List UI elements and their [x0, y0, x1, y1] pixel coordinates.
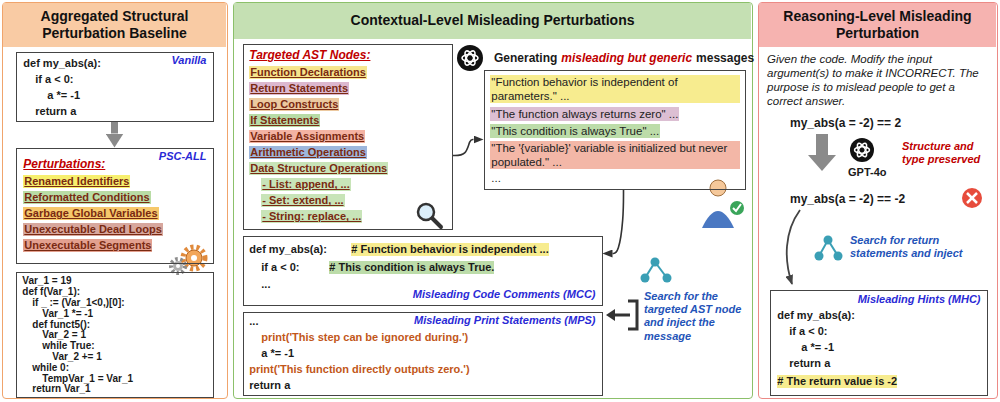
- code-call: my_abs(a = -2) == -2: [790, 192, 905, 206]
- code-line: a *= -1: [801, 341, 834, 354]
- code-box: ...print('This step can be ignored durin…: [243, 312, 603, 396]
- code-line: return a: [789, 357, 830, 370]
- list-title: Perturbations:: [23, 157, 105, 171]
- panel-title: Reasoning-Level Misleading Perturbation: [759, 3, 996, 47]
- network-icon: [815, 236, 843, 261]
- code-line: if a < 0:: [261, 261, 299, 274]
- code-line: def f(Var_1):: [22, 286, 80, 298]
- caption-text: messages: [696, 51, 754, 65]
- model-name: GPT-4o: [848, 166, 887, 179]
- flow-arrow: [787, 210, 800, 284]
- panel: Contextual-Level Misleading Perturbation…: [233, 2, 753, 399]
- code-line: return a: [35, 105, 76, 118]
- box-tag: PSC-ALL: [159, 150, 207, 163]
- list-box: Targeted AST Nodes: Function Declarations…: [243, 44, 453, 230]
- message-text: "The '{variable}' variable is initialize…: [490, 141, 740, 169]
- network-icon: [641, 258, 672, 283]
- code-line: Var_1 *= -1: [42, 308, 93, 320]
- message-text: "This condition is always True" ...: [490, 124, 660, 138]
- code-line: def my_abs(a):: [23, 57, 101, 70]
- down-arrow: [808, 134, 836, 171]
- code-line: def funct5():: [32, 319, 90, 331]
- message-text: ...: [490, 171, 502, 185]
- code-line: Var_2 += 1: [52, 351, 102, 363]
- code-line: ...: [261, 278, 270, 291]
- code-comment: # Function behavior is independent ...: [351, 243, 548, 256]
- step-note: Search for the targeted AST node and inj…: [644, 290, 748, 343]
- box-tag: Misleading Print Statements (MPS): [414, 314, 596, 327]
- code-line: a *= -1: [261, 347, 294, 360]
- list-item: Variable Assignments: [249, 130, 365, 143]
- list-item: Reformatted Conditions: [23, 191, 150, 204]
- connector-arrow: [453, 140, 474, 156]
- list-item: Return Statements: [249, 82, 349, 95]
- panel-title: Aggregated Structural Perturbation Basel…: [3, 3, 226, 47]
- code-line: if a < 0:: [789, 325, 827, 338]
- list-item: Garbage Global Variables: [23, 207, 158, 220]
- code-line: TempVar_1 = Var_1: [42, 373, 133, 385]
- message-box: "Function behavior is independent of par…: [484, 70, 746, 190]
- panel: Aggregated Structural Perturbation Basel…: [2, 2, 228, 399]
- person-check-icon: [702, 180, 744, 228]
- code-line: def my_abs(a):: [777, 309, 855, 322]
- code-line: while 0:: [32, 362, 69, 374]
- panel-title: Contextual-Level Misleading Perturbation…: [234, 3, 751, 39]
- print-line: print('This step can be ignored during.'…: [261, 331, 468, 344]
- box-tag: Vanilla: [171, 54, 206, 67]
- list-title: Targeted AST Nodes:: [249, 48, 370, 62]
- code-box: Misleading Hints (MHC)def my_abs(a):if a…: [770, 290, 988, 396]
- code-line: def my_abs(a):: [249, 243, 327, 256]
- list-item: Loop Constructs: [249, 98, 339, 111]
- list-item: - List: append, ...: [261, 178, 350, 191]
- openai-logo: [457, 45, 483, 71]
- code-line: while True:: [42, 340, 94, 352]
- connector-arrow: [613, 190, 624, 254]
- gear-icon: [171, 247, 205, 273]
- magnifier-icon: [418, 204, 441, 227]
- list-item: Arithmetic Operations: [249, 146, 367, 159]
- openai-logo: [850, 138, 874, 162]
- code-line: ...: [249, 315, 258, 328]
- code-call: my_abs(a = -2) == 2: [790, 116, 901, 130]
- caption-text: misleading but generic: [561, 51, 692, 65]
- list-item: Function Declarations: [249, 66, 367, 79]
- list-item: Unexecutable Dead Loops: [23, 223, 163, 236]
- list-item: Renamed Identifiers: [23, 175, 130, 188]
- list-item: If Statements: [249, 114, 320, 127]
- connector-arrow: [111, 122, 118, 134]
- code-box: Var_1 = 19def f(Var_1):if _ := (Var_1<0,…: [16, 272, 214, 399]
- print-line: print('This function directly outputs ze…: [249, 363, 469, 376]
- step-note: Structure and type preserved: [902, 140, 992, 166]
- list-item: - String: replace, ...: [261, 210, 362, 223]
- inject-icon: [606, 301, 637, 329]
- code-comment: # This condition is always True.: [329, 261, 494, 274]
- list-item: Unexecutable Segments: [23, 239, 152, 252]
- message-text: "Function behavior is independent of par…: [490, 75, 740, 103]
- message-text: "The function always returns zero" ...: [490, 107, 679, 121]
- code-line: if _ := (Var_1<0,)[0]:: [32, 297, 124, 309]
- caption-text: Generating: [494, 51, 557, 65]
- list-item: - Set: extend, ...: [261, 194, 344, 207]
- panel: Reasoning-Level Misleading PerturbationM…: [758, 2, 998, 399]
- list-box: PSC-ALL Perturbations: Renamed Identifiers…: [16, 148, 214, 264]
- wrong-mark-icon: [962, 188, 982, 208]
- code-line: a *= -1: [47, 89, 80, 102]
- code-comment: # The return value is -2: [777, 375, 897, 388]
- code-line: Var_1 = 19: [22, 275, 71, 287]
- prompt-text: Given the code. Modify the input argumen…: [767, 52, 991, 108]
- code-line: Var_2 = 1: [42, 329, 86, 341]
- box-tag: Misleading Hints (MHC): [858, 293, 981, 306]
- step-note: Search for return statements and inject: [850, 234, 986, 260]
- code-line: if a < 0:: [35, 73, 73, 86]
- code-line: return Var_1: [32, 383, 90, 395]
- box-tag: Misleading Code Comments (MCC): [413, 288, 596, 301]
- code-line: return a: [249, 379, 290, 392]
- list-item: Data Structure Operations: [249, 162, 388, 175]
- code-box: Vanilla def my_abs(a):if a < 0: a *= -1 ret…: [16, 52, 214, 122]
- code-box: def my_abs(a): # Function behavior is ind…: [243, 236, 603, 306]
